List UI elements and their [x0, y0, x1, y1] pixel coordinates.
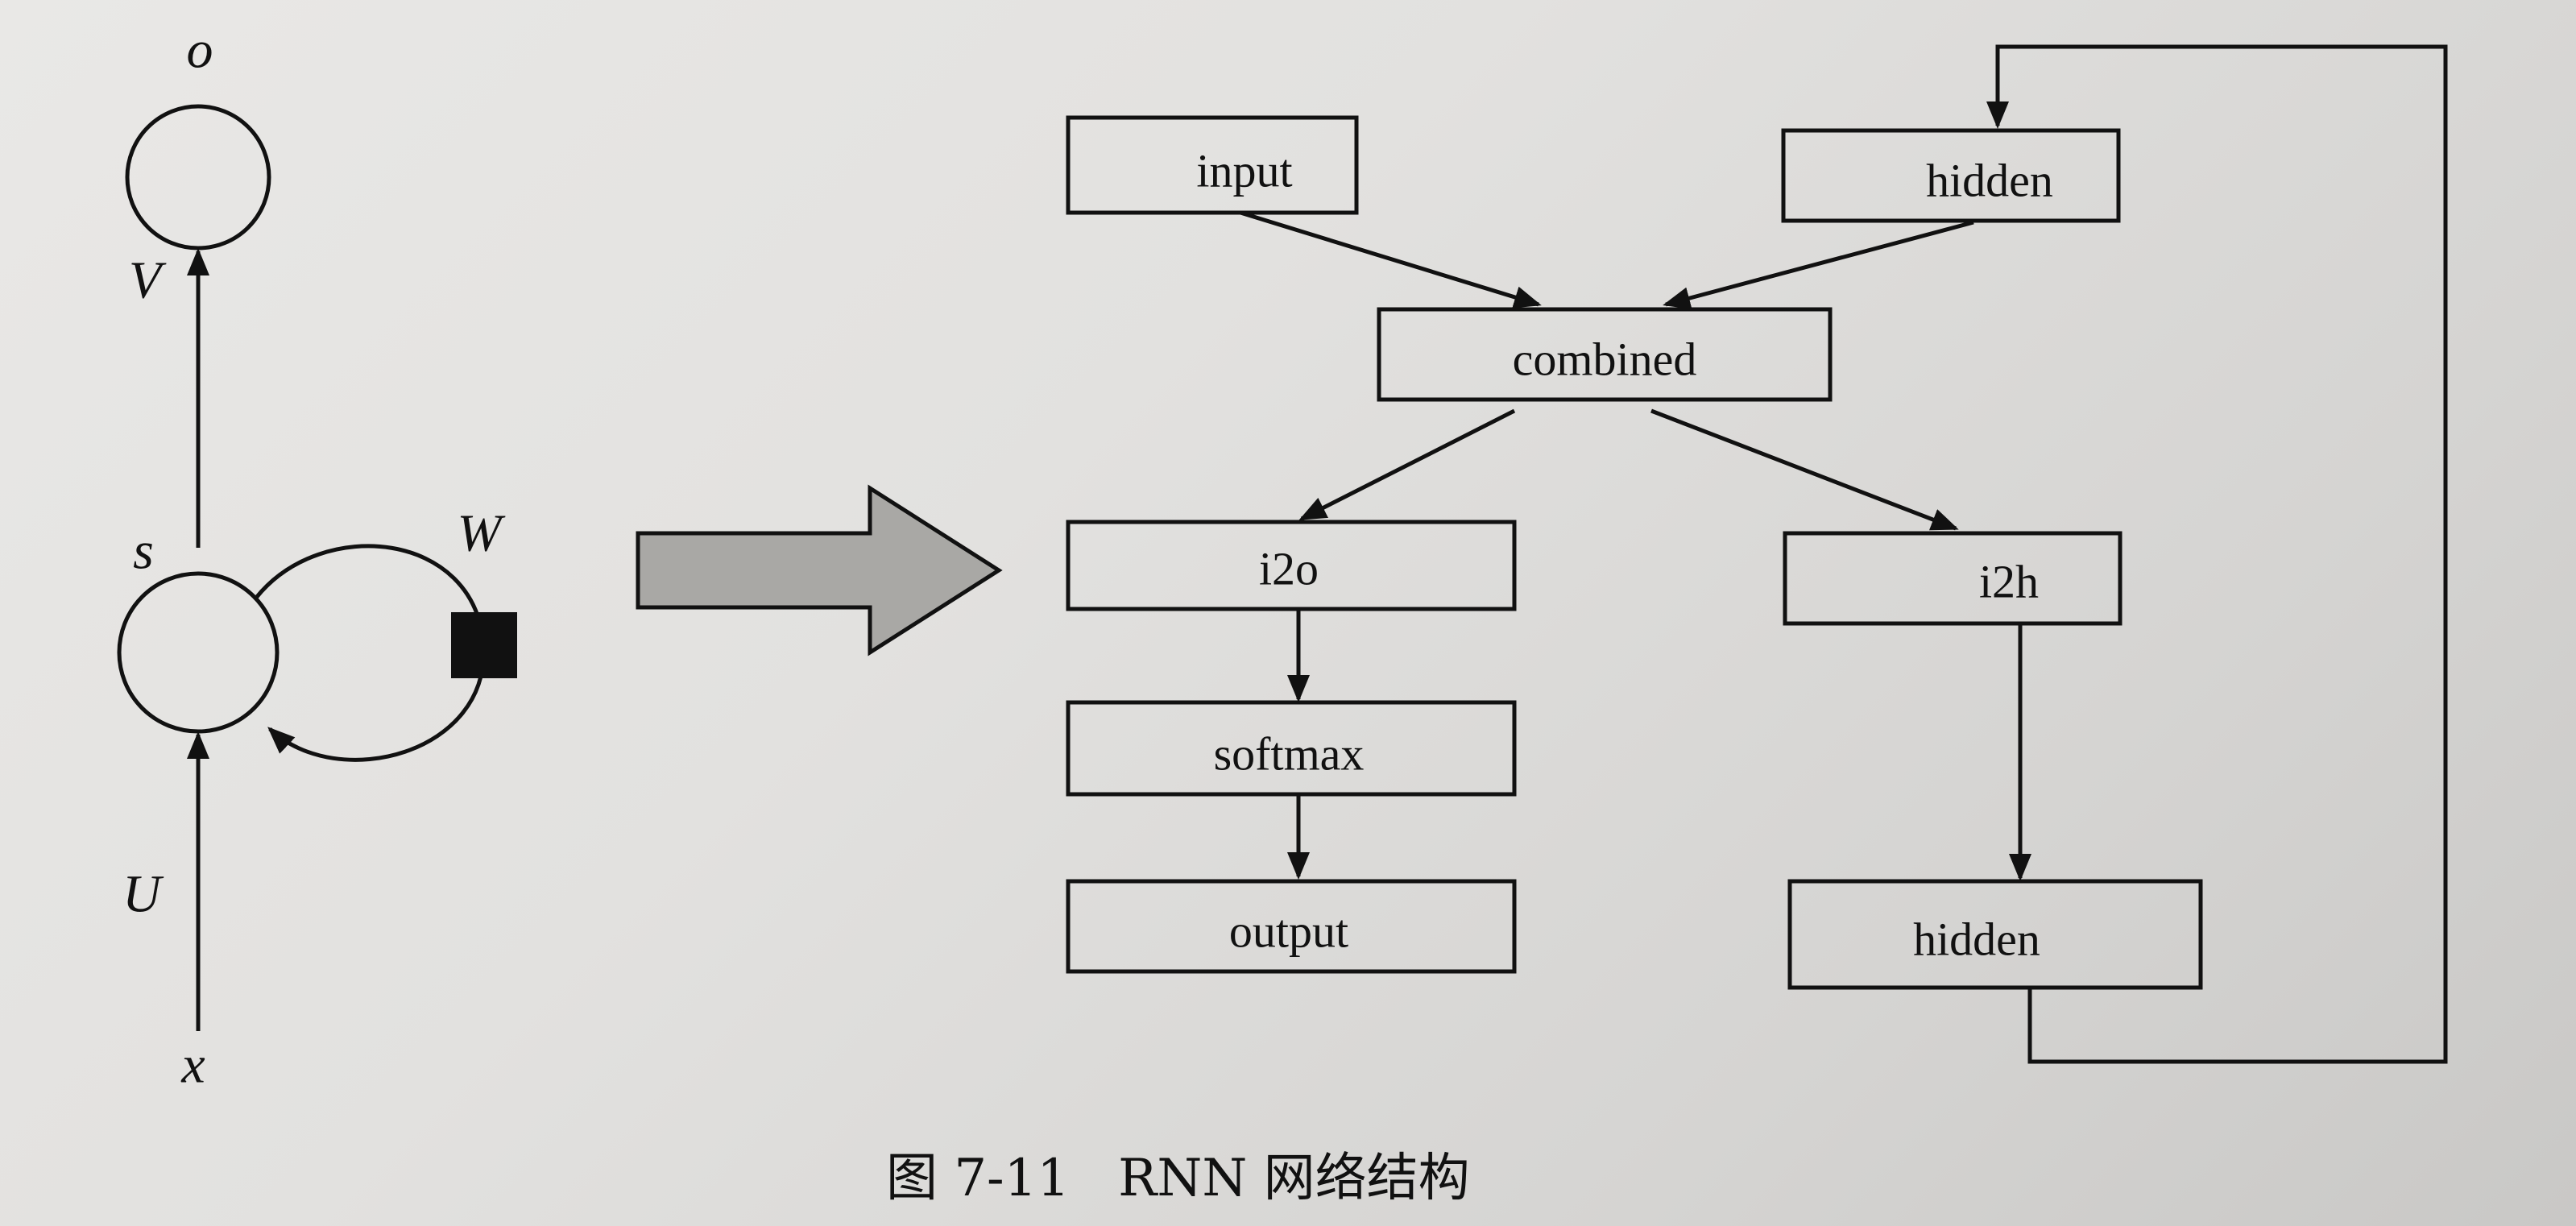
edge-input-to-combined	[1240, 210, 1542, 309]
transform-arrow-icon	[636, 484, 1003, 656]
flowchart-edges	[1240, 44, 2448, 1064]
figure-caption: 图 7-11 RNN 网络结构	[886, 1137, 1692, 1210]
node-hidden-in: hidden	[1781, 128, 2121, 223]
edge-combined-to-i2h	[1650, 408, 1959, 531]
node-input-box	[1066, 115, 1359, 215]
delay-square	[451, 612, 517, 678]
hidden-state-node	[117, 571, 280, 734]
node-combined: combined	[1377, 307, 1833, 402]
node-softmax-label: softmax	[1214, 728, 1365, 781]
node-i2h-label: i2h	[1979, 556, 2039, 608]
node-input-label: input	[1196, 145, 1292, 197]
flowchart-nodes: input hidden combined i2o i2h softmax	[1066, 115, 2203, 990]
node-combined-label: combined	[1513, 333, 1697, 386]
node-hidden-out-box	[1787, 879, 2203, 990]
node-hidden-out-label: hidden	[1913, 913, 2040, 966]
recurrent-loop-w	[255, 544, 486, 762]
node-i2o-box	[1066, 520, 1517, 611]
figure-number: 图 7-11	[886, 1149, 1071, 1208]
node-input: input	[1066, 115, 1359, 215]
node-combined-box	[1377, 307, 1833, 402]
node-output: output	[1066, 879, 1517, 974]
node-softmax-box	[1066, 700, 1517, 797]
node-softmax: softmax	[1066, 700, 1517, 797]
edge-hidden-to-combined	[1663, 220, 1974, 309]
node-i2o-label: i2o	[1259, 543, 1319, 595]
node-i2h-box	[1783, 531, 2123, 626]
rnn-unit: o V s W U x	[117, 21, 517, 1095]
node-output-label: output	[1229, 905, 1348, 958]
output-label: o	[187, 21, 213, 80]
edge-combined-to-i2o	[1298, 408, 1516, 521]
figure-title: RNN 网络结构	[1118, 1149, 1470, 1208]
edge-hidden-feedback-loop	[1986, 44, 2448, 1064]
state-label: s	[133, 522, 154, 581]
node-hidden-in-box	[1781, 128, 2121, 223]
weight-v-label: V	[129, 251, 167, 310]
node-i2h: i2h	[1783, 531, 2123, 626]
node-i2o: i2o	[1066, 520, 1517, 611]
node-hidden-in-label: hidden	[1926, 155, 2053, 207]
weight-w-label: W	[458, 504, 506, 563]
node-hidden-out: hidden	[1787, 879, 2203, 990]
input-label: x	[180, 1036, 205, 1095]
node-output-box	[1066, 879, 1517, 974]
weight-u-label: U	[122, 865, 164, 924]
output-node	[125, 104, 271, 251]
